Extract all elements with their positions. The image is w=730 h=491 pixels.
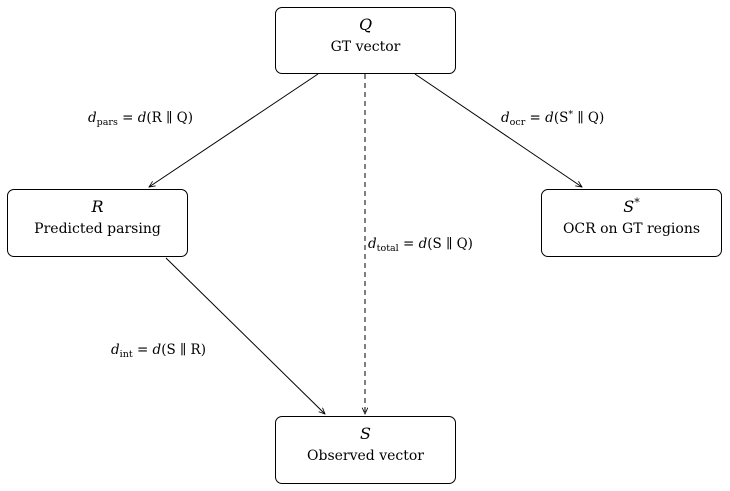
edge-q-to-r xyxy=(149,73,319,187)
node-q-symbol: Q xyxy=(358,15,373,34)
node-s: S Observed vector xyxy=(275,416,456,484)
node-r-label: Predicted parsing xyxy=(34,221,161,237)
node-q: Q GT vector xyxy=(275,7,456,74)
edge-label-total: dtotal = d(S ∥ Q) xyxy=(368,236,473,254)
node-s-star: S* OCR on GT regions xyxy=(541,189,722,257)
node-s-symbol: S xyxy=(360,424,371,443)
node-r-symbol: R xyxy=(91,197,104,216)
node-s-star-symbol: S* xyxy=(623,196,640,216)
edge-r-to-s xyxy=(165,257,325,414)
node-s-label: Observed vector xyxy=(307,448,424,464)
node-q-label: GT vector xyxy=(330,39,401,55)
node-r: R Predicted parsing xyxy=(7,189,188,257)
edge-label-ocr: docr = d(S* ∥ Q) xyxy=(501,109,605,128)
edge-q-to-s-star xyxy=(414,73,582,187)
edge-label-int: dint = d(S ∥ R) xyxy=(111,342,206,360)
edge-label-pars: dpars = d(R ∥ Q) xyxy=(88,110,193,128)
node-s-star-label: OCR on GT regions xyxy=(562,221,701,237)
